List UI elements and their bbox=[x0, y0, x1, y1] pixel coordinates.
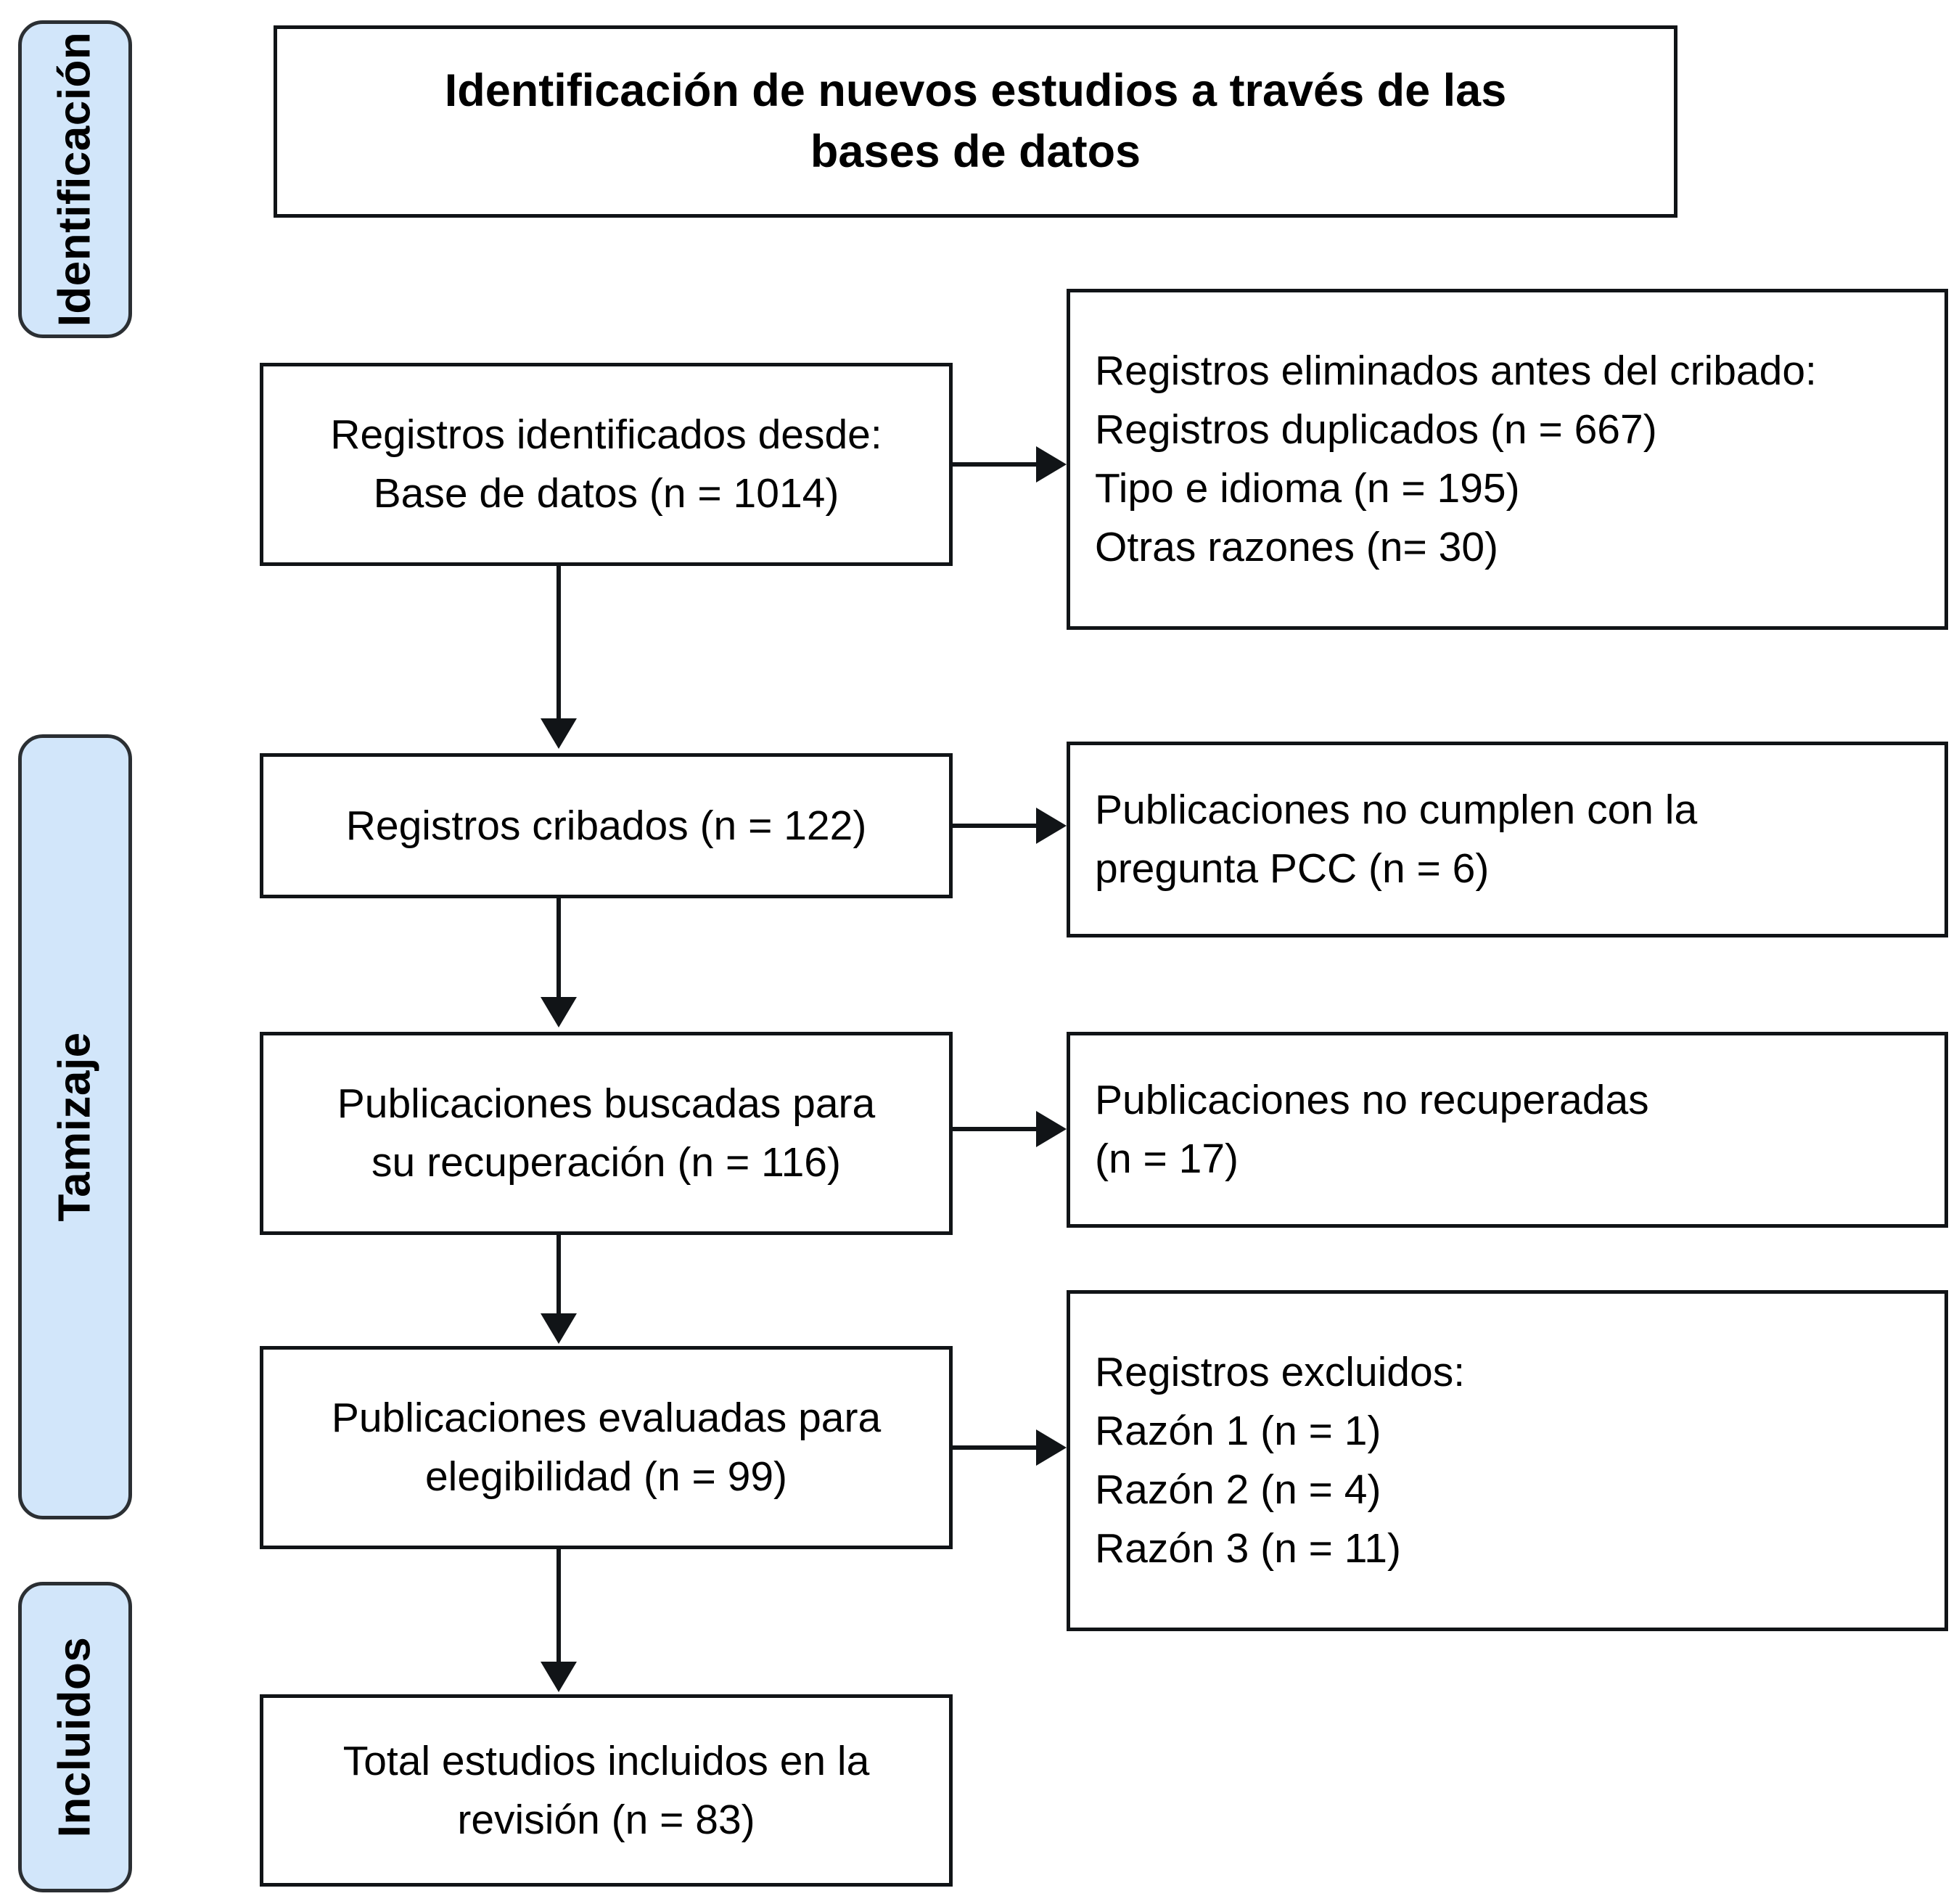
box-records-identified: Registros identificados desde: Base de d… bbox=[260, 363, 953, 566]
connector-screened-to-sought-line bbox=[557, 898, 561, 998]
publications-not-retrieved-line-1: Publicaciones no recuperadas bbox=[1095, 1077, 1649, 1124]
box-records-excluded: Registros excluidos: Razón 1 (n = 1) Raz… bbox=[1067, 1290, 1948, 1631]
publications-assessed-line-1: Publicaciones evaluadas para bbox=[331, 1395, 882, 1442]
records-screened-line-1: Registros cribados (n = 122) bbox=[345, 802, 867, 849]
not-meeting-pcc-line-2: pregunta PCC (n = 6) bbox=[1095, 845, 1490, 892]
records-identified-line-2: Base de datos (n = 1014) bbox=[373, 470, 839, 517]
publications-sought-line-1: Publicaciones buscadas para bbox=[337, 1080, 876, 1128]
total-included-line-2: revisión (n = 83) bbox=[457, 1796, 755, 1843]
stage-identificacion: Identificación bbox=[18, 20, 132, 338]
connector-identified-to-removed-line bbox=[953, 462, 1037, 467]
stage-incluidos-label: Incluidos bbox=[49, 1636, 100, 1838]
connector-identified-to-screened-line bbox=[557, 566, 561, 720]
records-excluded-line-3: Razón 2 (n = 4) bbox=[1095, 1466, 1381, 1513]
box-records-removed-before-screening: Registros eliminados antes del cribado: … bbox=[1067, 289, 1948, 630]
connector-screened-to-pcc-line bbox=[953, 824, 1037, 828]
box-publications-not-retrieved: Publicaciones no recuperadas (n = 17) bbox=[1067, 1032, 1948, 1228]
publications-assessed-line-2: elegibilidad (n = 99) bbox=[424, 1453, 788, 1500]
connector-screened-to-pcc-arrow bbox=[1036, 808, 1067, 844]
records-excluded-line-1: Registros excluidos: bbox=[1095, 1349, 1466, 1396]
connector-assessed-to-included-arrow bbox=[541, 1662, 577, 1692]
publications-sought-line-2: su recuperación (n = 116) bbox=[371, 1139, 841, 1186]
records-removed-line-2: Registros duplicados (n = 667) bbox=[1095, 406, 1657, 454]
records-removed-line-3: Tipo e idioma (n = 195) bbox=[1095, 465, 1520, 512]
connector-sought-to-not-retrieved-line bbox=[953, 1127, 1037, 1131]
records-identified-line-1: Registros identificados desde: bbox=[330, 411, 882, 459]
records-excluded-line-2: Razón 1 (n = 1) bbox=[1095, 1408, 1381, 1455]
publications-not-retrieved-line-2: (n = 17) bbox=[1095, 1136, 1239, 1182]
diagram-title-box: Identificación de nuevos estudios a trav… bbox=[274, 25, 1677, 218]
connector-assessed-to-included-line bbox=[557, 1549, 561, 1664]
connector-identified-to-screened-arrow bbox=[541, 718, 577, 749]
not-meeting-pcc-line-1: Publicaciones no cumplen con la bbox=[1095, 787, 1698, 834]
connector-assessed-to-excluded-line bbox=[953, 1445, 1037, 1450]
records-removed-line-1: Registros eliminados antes del cribado: bbox=[1095, 348, 1817, 395]
total-included-line-1: Total estudios incluidos en la bbox=[342, 1737, 870, 1784]
stage-identificacion-label: Identificación bbox=[49, 31, 100, 327]
box-publications-sought: Publicaciones buscadas para su recuperac… bbox=[260, 1032, 953, 1235]
box-total-included: Total estudios incluidos en la revisión … bbox=[260, 1694, 953, 1887]
diagram-title-line-1: Identificación de nuevos estudios a trav… bbox=[444, 65, 1507, 117]
connector-sought-to-not-retrieved-arrow bbox=[1036, 1111, 1067, 1147]
connector-screened-to-sought-arrow bbox=[541, 997, 577, 1027]
stage-tamizaje: Tamizaje bbox=[18, 734, 132, 1519]
stage-tamizaje-label: Tamizaje bbox=[49, 1032, 100, 1222]
box-records-screened: Registros cribados (n = 122) bbox=[260, 753, 953, 898]
stage-incluidos: Incluidos bbox=[18, 1582, 132, 1892]
connector-sought-to-assessed-line bbox=[557, 1235, 561, 1315]
records-removed-line-4: Otras razones (n= 30) bbox=[1095, 523, 1499, 570]
diagram-title-line-2: bases de datos bbox=[810, 126, 1141, 177]
connector-identified-to-removed-arrow bbox=[1036, 446, 1067, 483]
box-not-meeting-pcc: Publicaciones no cumplen con la pregunta… bbox=[1067, 742, 1948, 937]
records-excluded-line-4: Razón 3 (n = 11) bbox=[1095, 1525, 1401, 1572]
connector-sought-to-assessed-arrow bbox=[541, 1313, 577, 1344]
connector-assessed-to-excluded-arrow bbox=[1036, 1429, 1067, 1466]
box-publications-assessed: Publicaciones evaluadas para elegibilida… bbox=[260, 1346, 953, 1549]
